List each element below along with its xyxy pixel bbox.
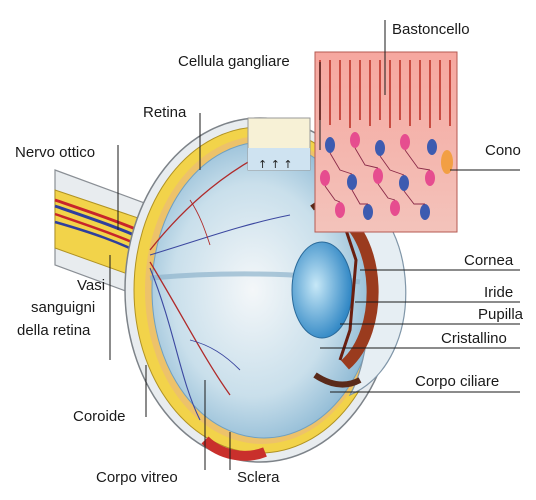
label-vasi-3: della retina [17, 322, 90, 339]
label-bastoncello: Bastoncello [392, 21, 470, 38]
label-corpo-vitreo: Corpo vitreo [96, 469, 178, 486]
label-cono: Cono [485, 142, 521, 159]
label-nervo-ottico: Nervo ottico [15, 144, 95, 161]
label-sclera: Sclera [237, 469, 280, 486]
retina-section-block: ↑ ↑ ↑ [248, 118, 310, 171]
label-vasi-1: Vasi [77, 277, 105, 294]
label-vasi-2: sanguigni [31, 299, 95, 316]
svg-text:↑ ↑ ↑: ↑ ↑ ↑ [258, 158, 293, 171]
label-cornea: Cornea [464, 252, 513, 269]
label-corpo-ciliare: Corpo ciliare [415, 373, 499, 390]
retina-magnified-inset [315, 52, 457, 232]
label-iride: Iride [484, 284, 513, 301]
label-coroide: Coroide [73, 408, 126, 425]
label-cristallino: Cristallino [441, 330, 507, 347]
label-cellula-gangliare: Cellula gangliare [178, 53, 290, 70]
label-retina: Retina [143, 104, 186, 121]
label-pupilla: Pupilla [478, 306, 523, 323]
